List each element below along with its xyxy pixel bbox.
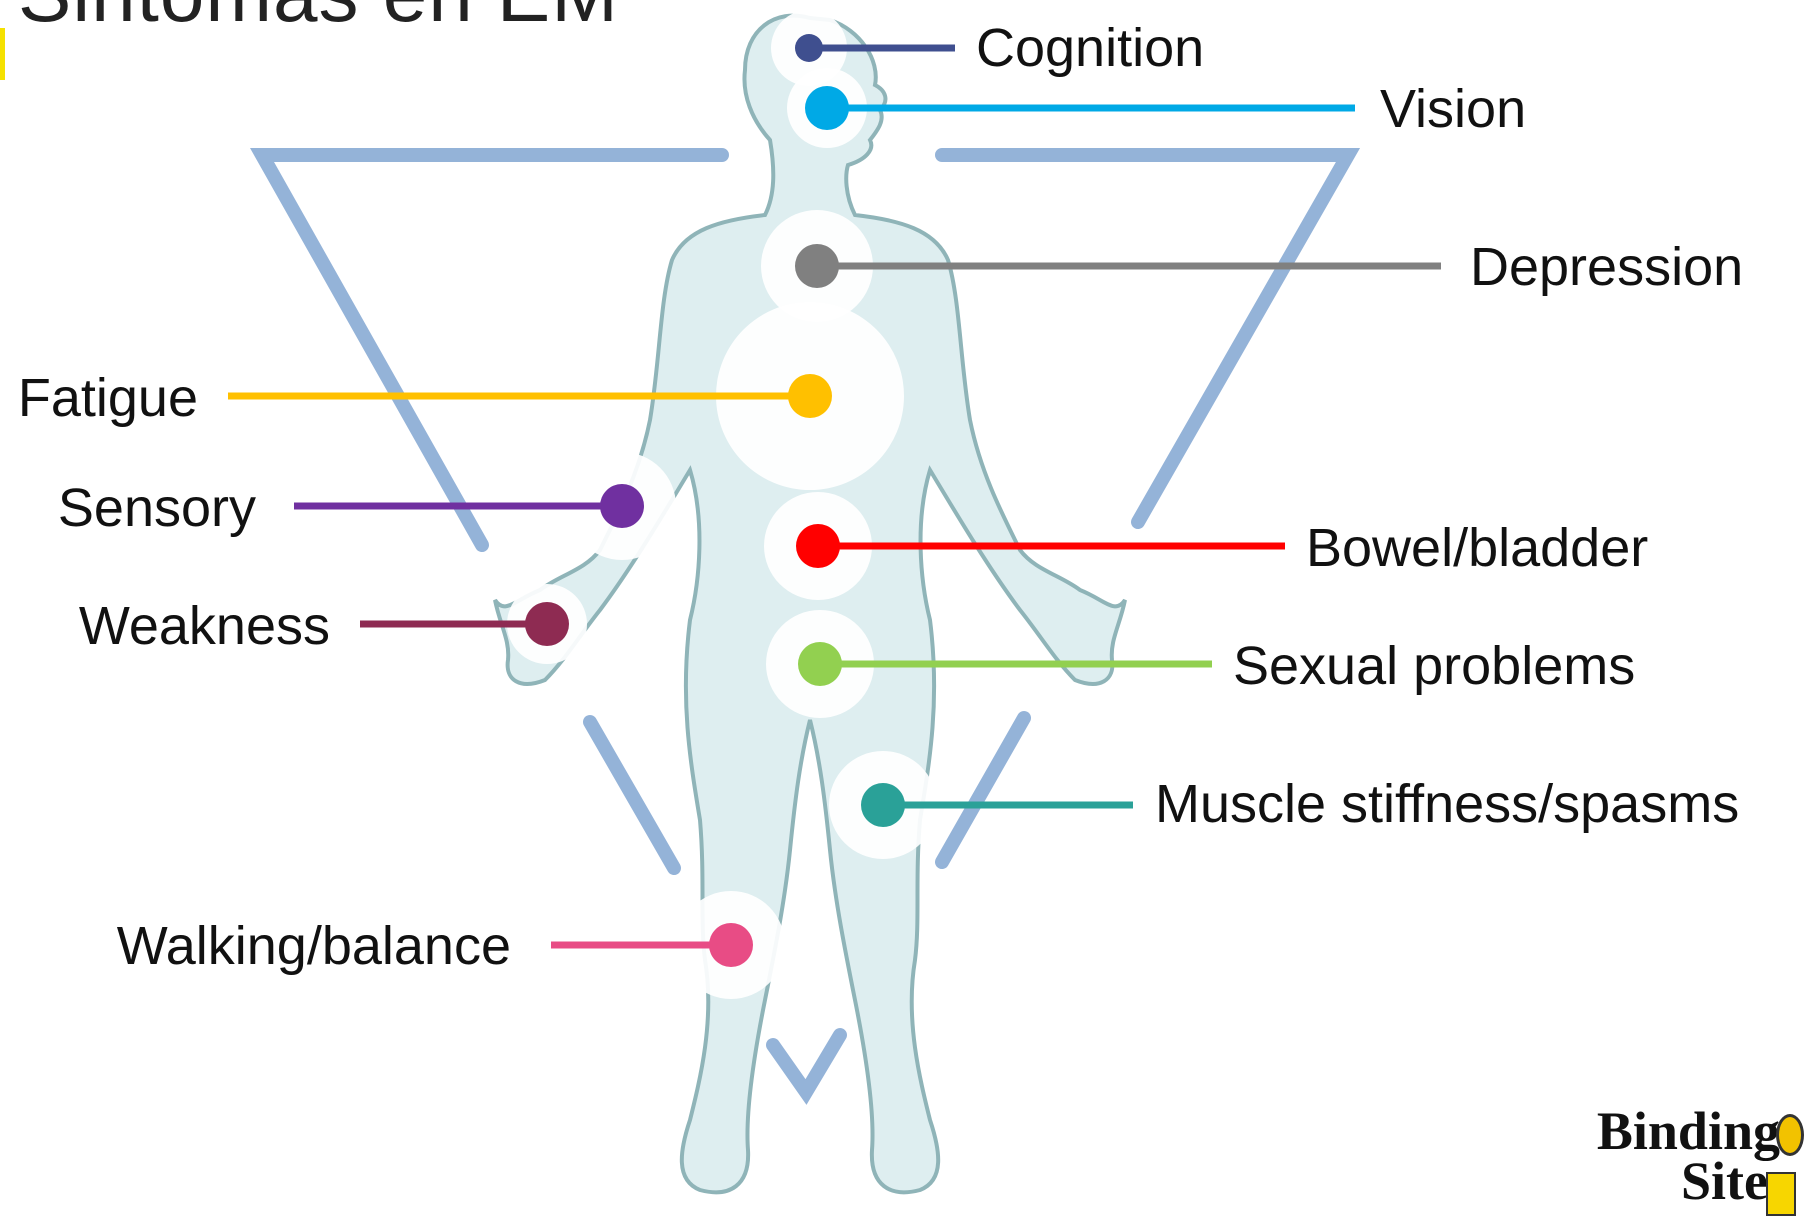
- marker-dot-weakness: [525, 602, 569, 646]
- marker-dot-fatigue: [788, 374, 832, 418]
- funnel-segment: [942, 155, 1348, 522]
- symptom-label-muscle-stiffness-spasms: Muscle stiffness/spasms: [1155, 774, 1739, 834]
- marker-dot-walking-balance: [709, 923, 753, 967]
- marker-dot-depression: [795, 244, 839, 288]
- symptom-label-vision: Vision: [1380, 79, 1526, 139]
- symptom-label-weakness: Weakness: [79, 596, 330, 656]
- symptom-label-sexual-problems: Sexual problems: [1233, 636, 1635, 696]
- marker-dot-sensory: [600, 484, 644, 528]
- funnel-segment: [942, 718, 1024, 862]
- funnel-segment: [590, 722, 674, 868]
- symptom-label-depression: Depression: [1470, 237, 1743, 297]
- marker-dot-sexual-problems: [798, 642, 842, 686]
- human-body-silhouette: [495, 16, 1125, 1193]
- logo-line-2: Site: [1681, 1150, 1768, 1212]
- symptom-label-sensory: Sensory: [58, 478, 256, 538]
- symptom-label-cognition: Cognition: [976, 18, 1204, 78]
- marker-dot-muscle-stiffness-spasms: [861, 783, 905, 827]
- symptom-label-fatigue: Fatigue: [18, 368, 198, 428]
- symptom-label-bowel-bladder: Bowel/bladder: [1306, 518, 1648, 578]
- marker-dot-cognition: [795, 34, 823, 62]
- logo-badge-icon: [1766, 1172, 1796, 1216]
- marker-dot-bowel-bladder: [796, 524, 840, 568]
- funnel-segment: [773, 1035, 840, 1092]
- binding-site-logo: Binding Site: [1570, 1100, 1804, 1230]
- symptom-label-walking-balance: Walking/balance: [117, 916, 511, 976]
- logo-emblem-icon: [1776, 1114, 1804, 1156]
- marker-dot-vision: [805, 86, 849, 130]
